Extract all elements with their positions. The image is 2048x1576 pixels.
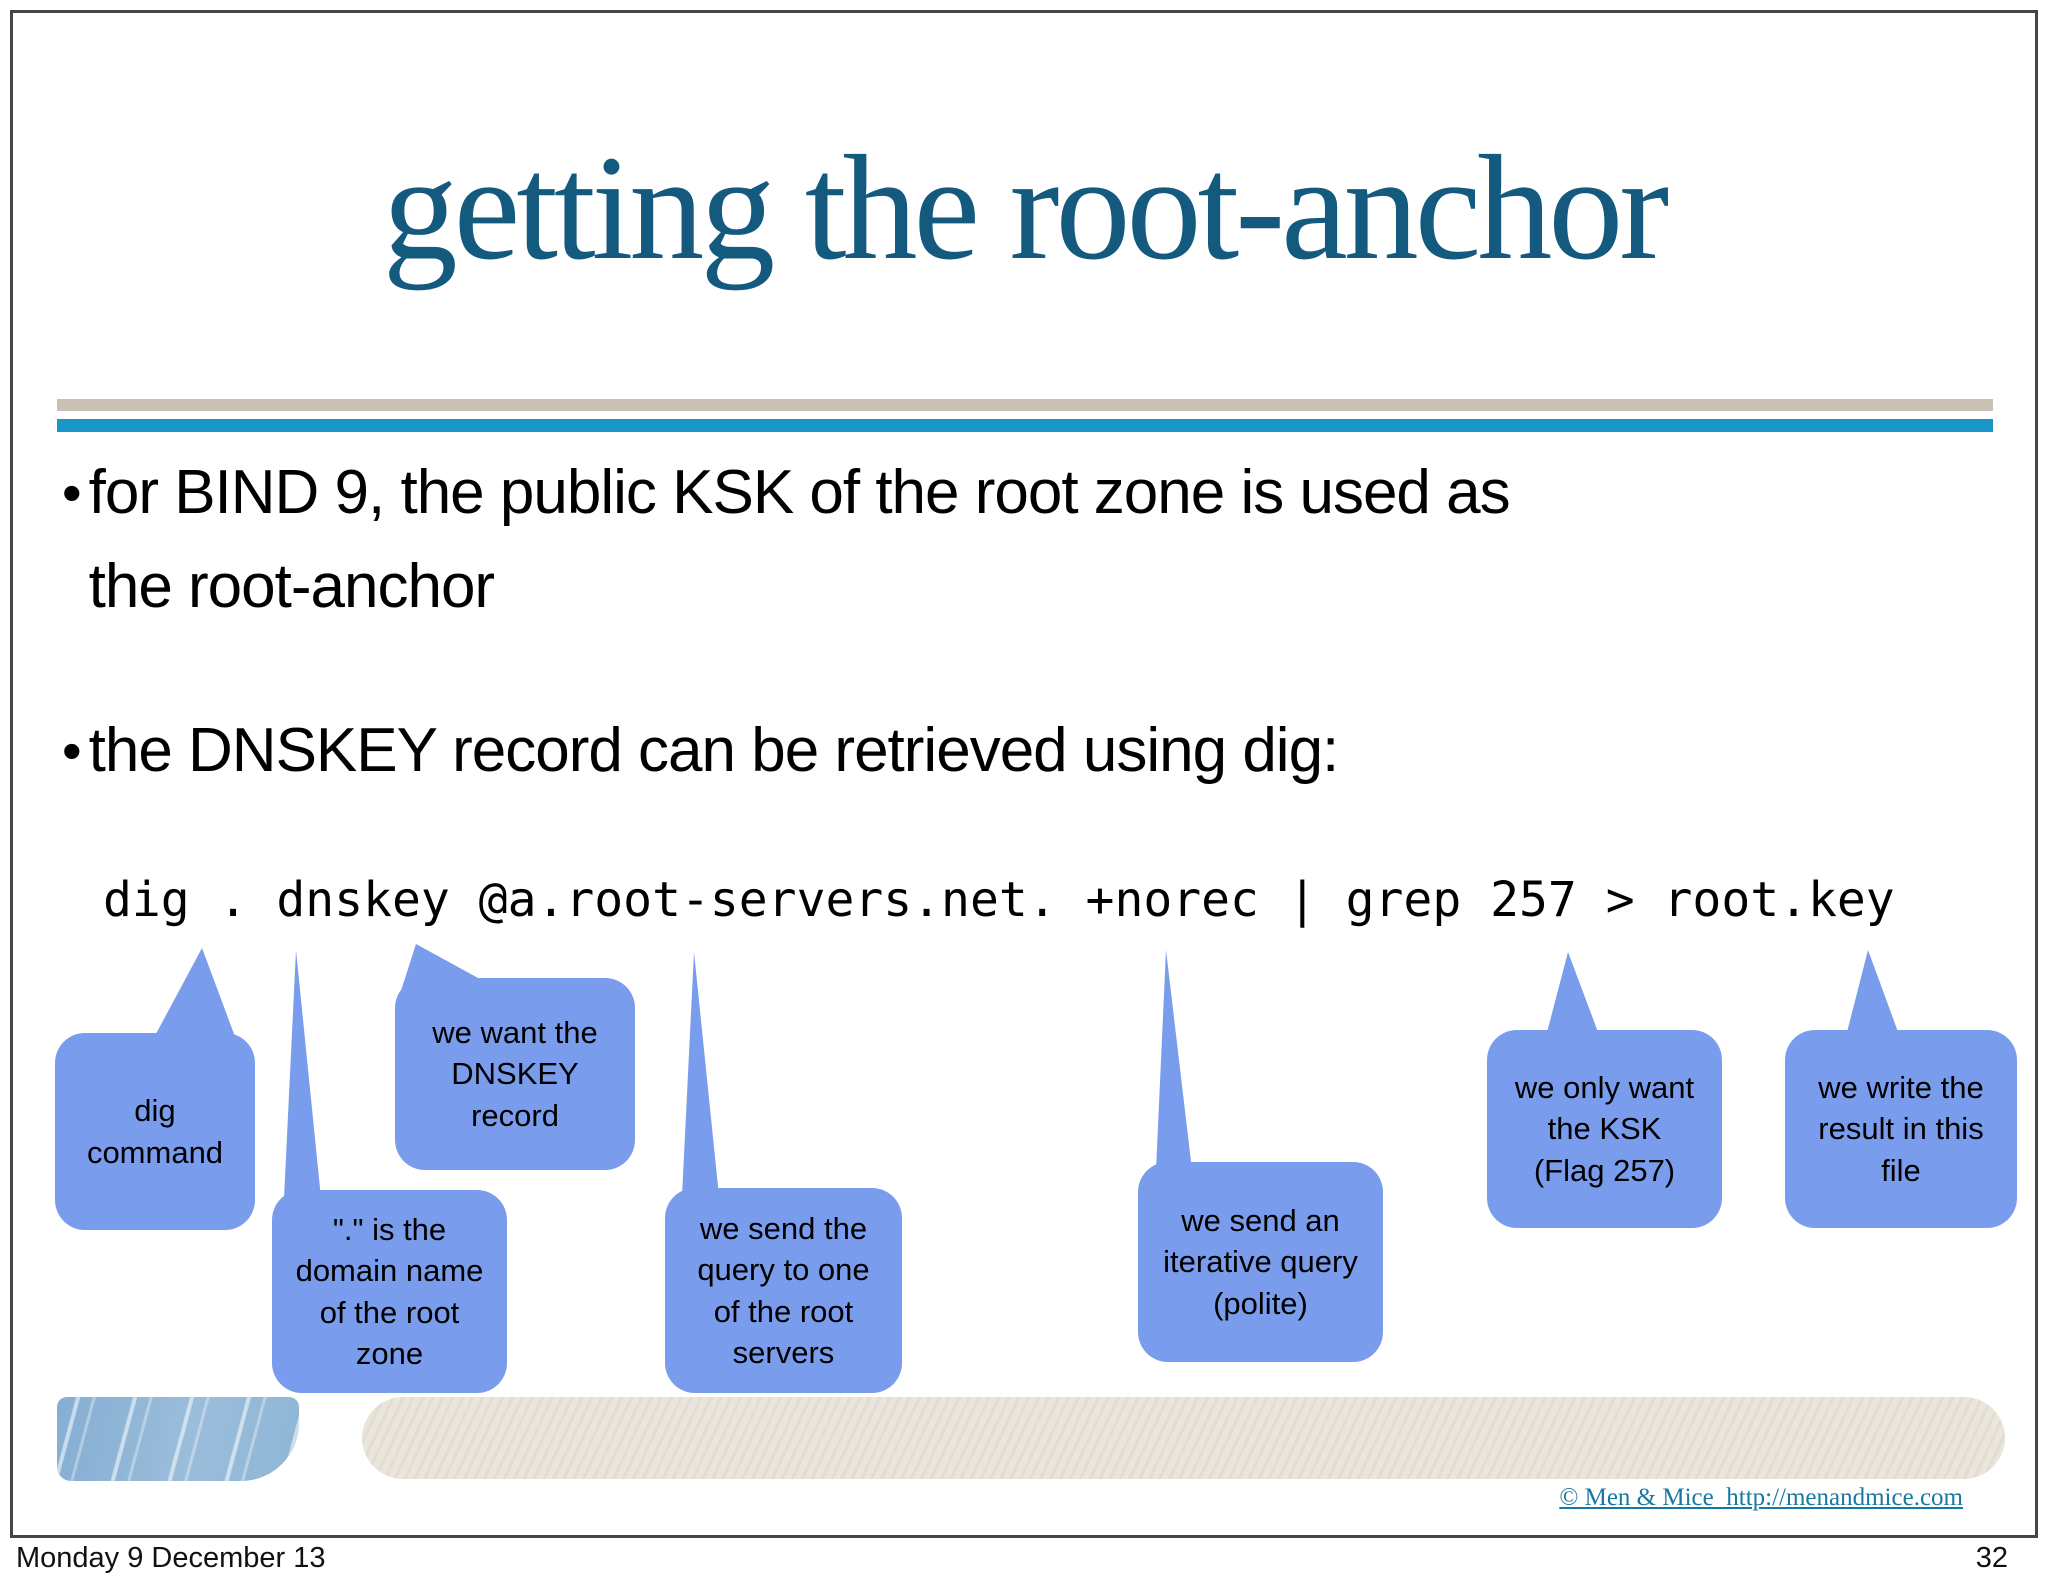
bullet-dot: • — [62, 461, 82, 524]
callout-dig-command: dig command — [55, 1033, 255, 1230]
callout-text: we want the DNSKEY record — [432, 1015, 598, 1133]
callout-text: we send the query to one of the root ser… — [697, 1211, 870, 1370]
bullet-item-2: • the DNSKEY record can be retrieved usi… — [62, 704, 1340, 798]
callout-ksk-flag: we only want the KSK (Flag 257) — [1487, 1030, 1722, 1228]
callout-iterative-query: we send an iterative query (polite) — [1138, 1162, 1383, 1362]
slide-title: getting the root-anchor — [382, 125, 1670, 291]
dig-command-line: dig . dnskey @a.root-servers.net. +norec… — [103, 872, 1895, 928]
bullet-dot: • — [62, 719, 82, 782]
footer-page-number: 32 — [1975, 1542, 2008, 1574]
bullet-item-1: • for BIND 9, the public KSK of the root… — [62, 446, 1511, 634]
callout-text: we write the result in this file — [1818, 1070, 1984, 1188]
credit-link[interactable]: © Men & Mice http://menandmice.com — [1559, 1484, 1963, 1511]
callout-text: we send an iterative query (polite) — [1163, 1203, 1358, 1321]
callout-root-zone: "." is the domain name of the root zone — [272, 1190, 507, 1393]
footer-decoration-beige-bar — [362, 1397, 2005, 1479]
divider-tan-bar — [57, 399, 1993, 411]
slide-border — [10, 10, 2038, 1538]
footer-date: Monday 9 December 13 — [16, 1542, 326, 1574]
callout-result-file: we write the result in this file — [1785, 1030, 2017, 1228]
bullet-text-1: for BIND 9, the public KSK of the root z… — [88, 458, 1511, 622]
callout-text: "." is the domain name of the root zone — [295, 1212, 484, 1371]
footer-decoration-blue-texture — [57, 1397, 299, 1481]
callout-dnskey-record: we want the DNSKEY record — [395, 978, 635, 1170]
bullet-text-2: the DNSKEY record can be retrieved using… — [88, 716, 1340, 785]
callout-root-servers: we send the query to one of the root ser… — [665, 1188, 902, 1393]
callout-text: we only want the KSK (Flag 257) — [1514, 1070, 1695, 1188]
callout-text: dig command — [86, 1093, 224, 1170]
divider-blue-bar — [57, 419, 1993, 432]
